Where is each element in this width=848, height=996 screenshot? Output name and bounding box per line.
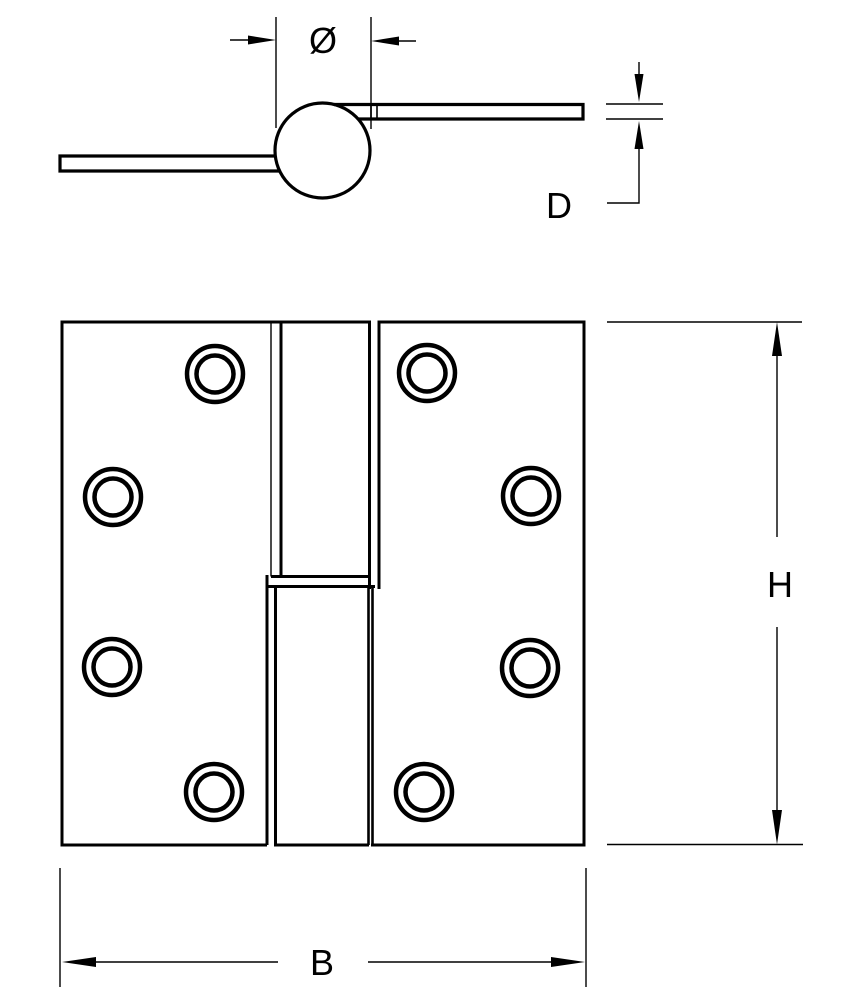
arrowhead-up-icon <box>634 121 644 149</box>
diameter-label: Ø <box>309 20 337 61</box>
front-view <box>60 320 586 847</box>
screw-hole <box>81 636 143 698</box>
leader-line <box>607 149 640 204</box>
arrowhead-left-icon <box>62 957 96 967</box>
dim-height: H <box>607 321 803 846</box>
arrowhead-left-icon <box>371 36 399 46</box>
dim-diameter: Ø <box>230 17 416 129</box>
arrowhead-down-icon <box>634 74 644 102</box>
left-leaf-profile <box>58 154 280 173</box>
arrowhead-right-icon <box>248 35 276 45</box>
knuckle-barrel-circle <box>273 101 372 200</box>
screw-hole <box>184 343 246 405</box>
height-label: H <box>767 564 793 605</box>
width-label: B <box>310 942 334 983</box>
screw-hole <box>183 761 245 823</box>
dim-thickness: D <box>546 62 663 226</box>
top-profile-view <box>58 101 585 200</box>
screw-hole <box>396 342 458 404</box>
thickness-label: D <box>546 185 572 226</box>
screw-hole <box>393 761 455 823</box>
dim-width: B <box>59 868 587 987</box>
screw-hole <box>82 466 144 528</box>
screw-hole <box>499 637 561 699</box>
arrowhead-right-icon <box>551 957 585 967</box>
arrowhead-down-icon <box>772 810 782 845</box>
screw-hole <box>500 465 562 527</box>
right-leaf-profile <box>334 102 585 121</box>
arrowhead-up-icon <box>772 322 782 356</box>
